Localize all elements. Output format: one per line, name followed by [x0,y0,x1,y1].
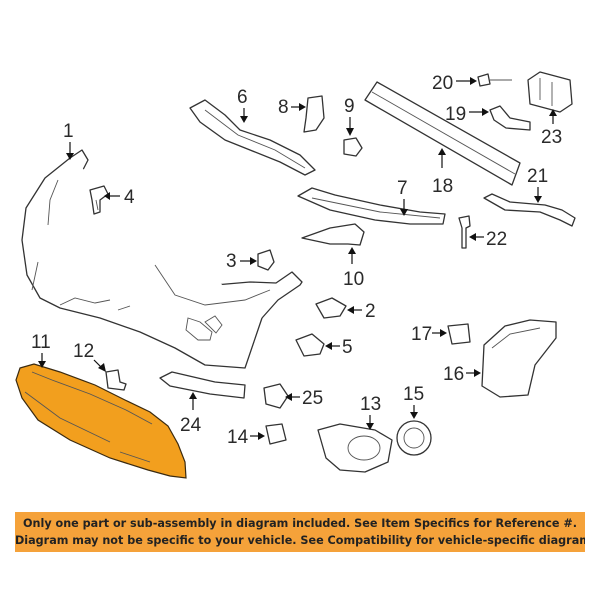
part-10-bracket [301,223,365,246]
part-12-clip [105,369,127,391]
part-6-reinforcement [189,99,316,176]
svg-text:18: 18 [432,176,453,197]
part-7-reinforcement [297,187,446,225]
part-25-clip [263,383,289,409]
callout-20: 20 [432,73,477,94]
part-19-bracket [489,105,531,131]
callout-2: 2 [347,301,376,322]
callout-25: 25 [285,388,323,409]
callout-23: 23 [541,109,562,148]
svg-text:1: 1 [63,121,74,142]
svg-text:24: 24 [180,415,202,436]
svg-text:22: 22 [486,229,507,250]
callout-17: 17 [411,324,447,345]
svg-text:8: 8 [278,97,289,118]
part-22-clip [458,215,471,249]
callout-18: 18 [432,148,453,197]
svg-text:9: 9 [344,96,355,117]
callout-22: 22 [469,229,507,250]
svg-text:2: 2 [365,301,376,322]
part-17-clip [447,323,471,345]
part-11-lower-cover [15,363,187,479]
svg-text:3: 3 [226,251,237,272]
svg-text:7: 7 [397,178,408,199]
svg-text:17: 17 [411,324,432,345]
callout-24: 24 [180,392,202,436]
callout-4: 4 [104,187,135,208]
callout-8: 8 [278,97,306,118]
callout-1: 1 [63,121,74,160]
callout-12: 12 [73,341,106,372]
callout-6: 6 [237,87,248,123]
part-14-clip [265,423,287,445]
disclaimer-banner: Only one part or sub-assembly in diagram… [15,512,585,552]
svg-text:4: 4 [124,187,135,208]
svg-text:16: 16 [443,364,464,385]
svg-text:21: 21 [527,166,548,187]
callout-10: 10 [343,247,364,290]
svg-text:11: 11 [31,332,51,353]
part-15-fog-lamp [396,420,432,456]
part-24-strip [159,371,246,399]
part-20-bolt [477,73,512,87]
svg-text:15: 15 [403,384,424,405]
part-5-clip [295,333,325,357]
part-13-fog-lamp-bezel [317,423,393,473]
callout-21: 21 [527,166,548,203]
part-1-bumper-cover [21,149,303,369]
svg-text:12: 12 [73,341,94,362]
callout-7: 7 [397,178,408,216]
svg-text:14: 14 [227,427,249,448]
part-21-bracket [483,193,576,227]
callout-14: 14 [227,427,265,448]
callout-19: 19 [445,104,489,125]
callout-5: 5 [325,337,353,358]
callout-11: 11 [31,332,51,368]
svg-text:5: 5 [342,337,353,358]
callout-16: 16 [443,364,481,385]
callout-15: 15 [403,384,424,419]
svg-text:25: 25 [302,388,323,409]
svg-text:13: 13 [360,394,381,415]
part-2-clip [315,297,347,319]
part-3-bracket [257,249,275,271]
svg-text:10: 10 [343,269,364,290]
part-18-impact-bar [364,81,521,186]
callout-9: 9 [344,96,355,136]
part-9-bracket [343,137,363,157]
disclaimer-line-2: Diagram may not be specific to your vehi… [15,534,585,547]
part-8-bracket [303,95,325,133]
callout-13: 13 [360,394,381,430]
part-16-side-trim [481,319,557,398]
svg-text:20: 20 [432,73,453,94]
callout-3: 3 [226,251,257,272]
disclaimer-line-1: Only one part or sub-assembly in diagram… [23,517,577,530]
part-4-clip [89,185,109,215]
svg-text:19: 19 [445,104,466,125]
svg-text:23: 23 [541,127,562,148]
svg-text:6: 6 [237,87,248,108]
part-23-bracket [527,71,573,113]
